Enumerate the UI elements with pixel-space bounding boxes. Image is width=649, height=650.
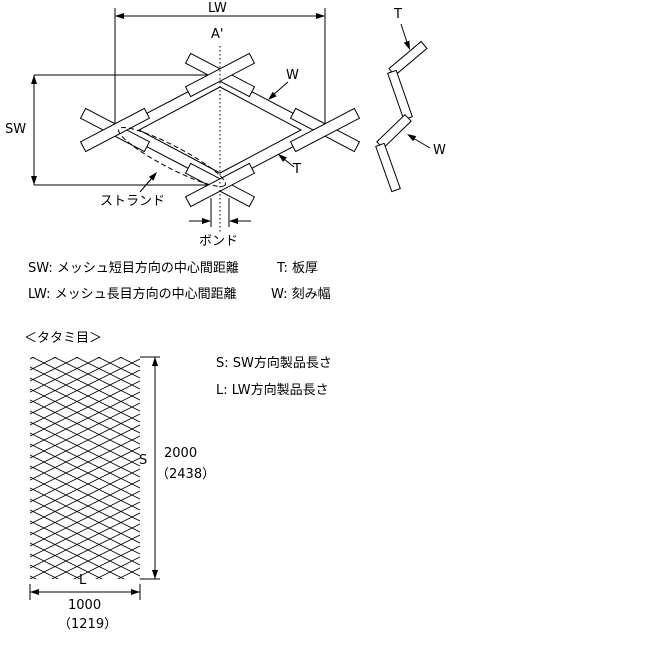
- bond-dimension: [189, 198, 251, 227]
- strand-highlight-ellipse: [118, 127, 226, 187]
- l-definition: L: LW方向製品長さ: [216, 383, 329, 398]
- cross-section-drawing: [375, 40, 428, 193]
- l-dimension: [29, 584, 141, 600]
- w-width-label: W: [286, 68, 299, 83]
- s-dimension-label: S: [139, 453, 148, 468]
- lw-dimension-label: LW: [208, 1, 227, 16]
- definition-sw: SW: メッシュ短目方向の中心間距離: [28, 261, 239, 276]
- tatami-title: ＜タタミ目＞: [24, 331, 103, 346]
- sw-dimension-label: SW: [5, 122, 27, 137]
- s-value: 2000: [164, 446, 198, 461]
- t-thickness-label: T: [293, 162, 301, 177]
- cross-section-w-label: W: [433, 143, 446, 158]
- cross-section-t-label: T: [394, 7, 402, 22]
- cross-section-w-arrow: [407, 134, 431, 149]
- tatami-mesh-panel: [30, 357, 140, 579]
- strand-leader-arrow: [139, 172, 157, 193]
- t-leader-arrow: [278, 154, 295, 168]
- lw-dimension: [114, 8, 326, 124]
- l-value-alt: （1219）: [58, 617, 118, 632]
- s-value-alt: （2438）: [156, 467, 216, 482]
- w-leader-arrow: [268, 81, 289, 100]
- bond-nodes: [79, 52, 361, 208]
- cross-section-t-arrow: [400, 23, 410, 50]
- definition-w: W: 刻み幅: [271, 287, 331, 302]
- s-dimension: [140, 356, 160, 580]
- sw-dimension: [31, 74, 214, 186]
- l-value: 1000: [68, 598, 102, 613]
- definition-lw: LW: メッシュ長目方向の中心間距離: [28, 287, 237, 302]
- definition-t: T: 板厚: [277, 261, 319, 276]
- bond-label: ボンド: [199, 234, 239, 249]
- section-a-label: A': [211, 27, 224, 42]
- l-dimension-label: L: [79, 573, 87, 588]
- s-definition: S: SW方向製品長さ: [216, 356, 332, 371]
- strand-label: ストランド: [100, 194, 166, 209]
